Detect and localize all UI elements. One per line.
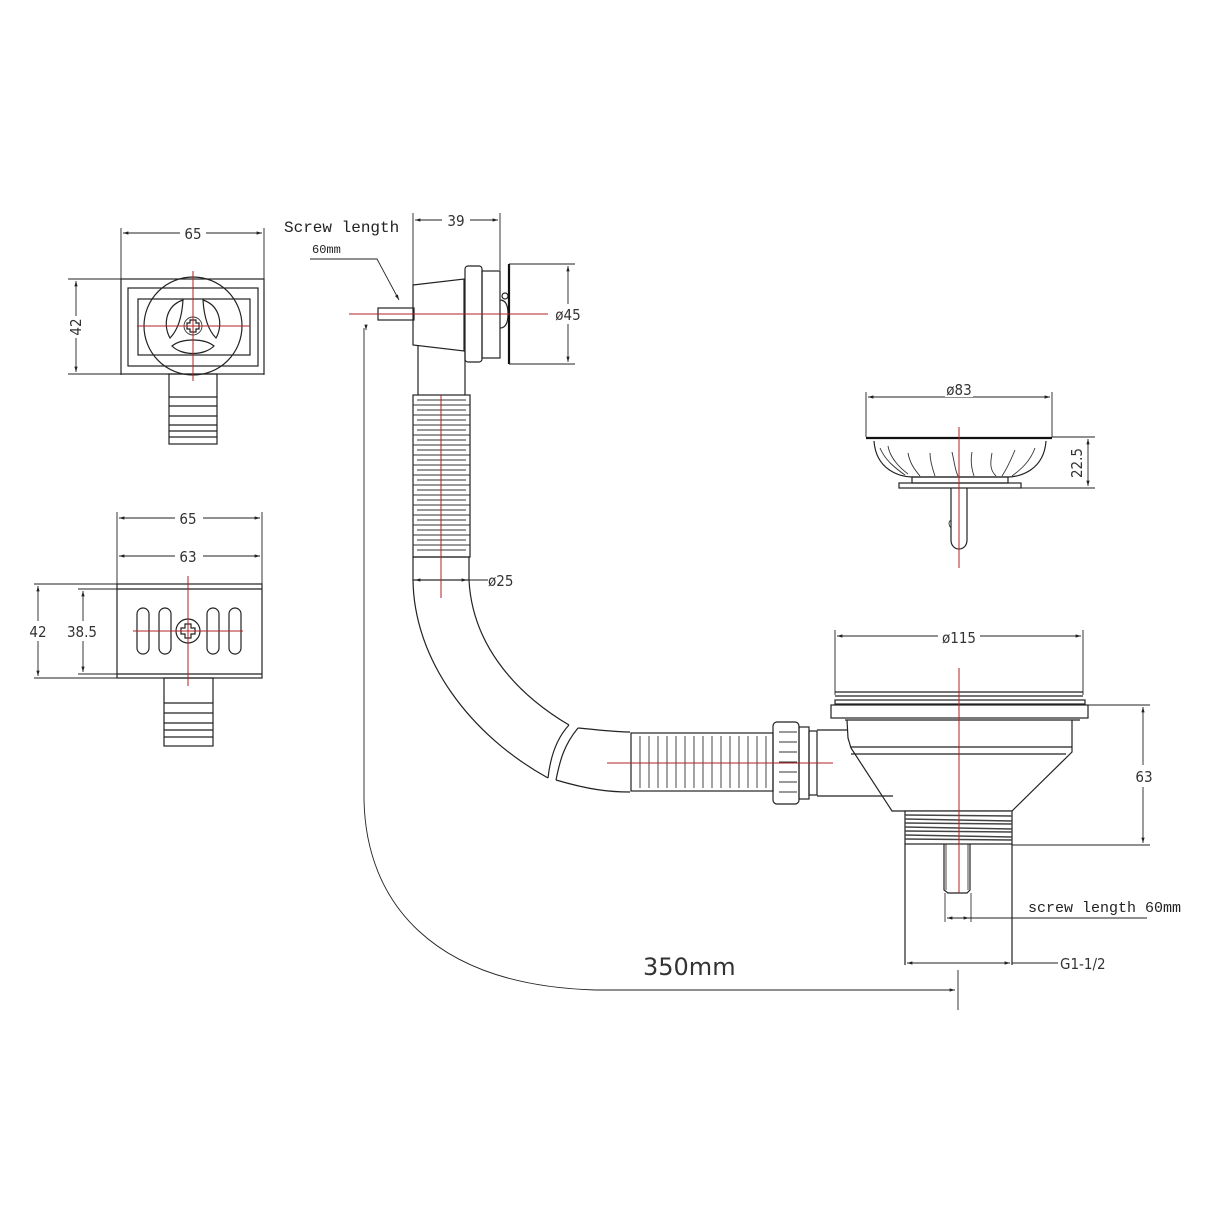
overflow-depth-label: 39 bbox=[447, 212, 464, 230]
overflow-front-width-label: 65 bbox=[184, 225, 201, 243]
body-thread-label: G1-1/2 bbox=[1060, 955, 1106, 973]
basket-diameter-label: ø83 bbox=[946, 381, 971, 399]
overflow-back-outer-height-label: 42 bbox=[29, 623, 46, 641]
overflow-side-view: Screw length 60mm 39 ø45 bbox=[284, 211, 588, 365]
body-diameter-label: ø115 bbox=[942, 629, 976, 647]
hose-barb-ribs bbox=[169, 396, 217, 438]
overflow-hose: ø25 bbox=[412, 345, 833, 805]
screw-length-value: 60mm bbox=[312, 243, 341, 257]
overflow-diameter-label: ø45 bbox=[555, 306, 580, 324]
overflow-back-inner-height-label: 38.5 bbox=[67, 623, 97, 641]
hose-length-dimension: 350mm bbox=[363, 324, 959, 1010]
waste-body: ø115 screw length 60mm G1-1/2 bbox=[817, 627, 1181, 973]
body-screw-length-label: screw length 60mm bbox=[1028, 900, 1181, 917]
overflow-front-view: 65 42 bbox=[66, 224, 265, 445]
screw-length-label: Screw length bbox=[284, 219, 399, 237]
body-height-label: 63 bbox=[1135, 768, 1152, 786]
basket-height-label: 22.5 bbox=[1068, 448, 1086, 478]
hose-length-label: 350mm bbox=[643, 953, 736, 981]
strainer-basket: ø83 22.5 bbox=[865, 381, 1095, 568]
overflow-back-view: 65 63 42 38.5 bbox=[26, 509, 263, 747]
overflow-back-inner-width-label: 63 bbox=[179, 548, 196, 566]
hose-diameter-label: ø25 bbox=[488, 572, 513, 590]
overflow-front-height-label: 42 bbox=[67, 318, 85, 335]
overflow-back-outer-width-label: 65 bbox=[179, 510, 196, 528]
hose-corrugation-horizontal bbox=[630, 732, 774, 792]
